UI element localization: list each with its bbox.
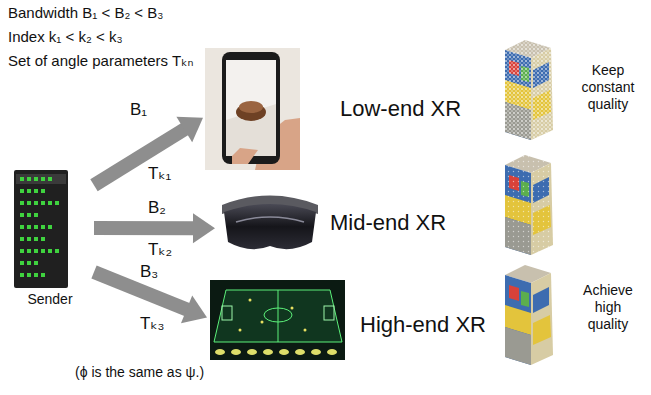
block-arrow — [94, 117, 203, 186]
arrow-head — [193, 213, 215, 243]
point-cloud-high — [505, 265, 553, 365]
block-arrow — [94, 213, 215, 243]
hololens-photo — [222, 196, 318, 250]
device-node: Mid-end XR — [215, 186, 483, 260]
quality-note: Achieve high quality — [576, 282, 640, 332]
arrow-shaft — [94, 129, 185, 185]
point-cloud-mid — [505, 155, 553, 255]
legend-note: Bandwidth B₁ < B₂ < B₃ — [8, 4, 163, 22]
bandwidth-label: B₃ — [140, 262, 158, 282]
device-node: High-end XR — [207, 278, 507, 364]
angle-label: Tₖ₂ — [148, 240, 172, 260]
arrow-shaft — [94, 221, 194, 235]
arrow-head — [181, 295, 207, 323]
node-label: Mid-end XR — [330, 210, 446, 235]
phone-photo — [205, 48, 300, 170]
node-label: Sender — [6, 291, 94, 307]
legend-note: Index k₁ < k₂ < k₃ — [8, 28, 123, 46]
bandwidth-label: B₁ — [130, 100, 147, 120]
stadium-hologram — [210, 280, 345, 360]
footnote: (ϕ is the same as ψ.) — [75, 364, 204, 381]
node-label: Low-end XR — [340, 96, 461, 121]
legend-note: Set of angle parameters Tₖₙ — [8, 52, 194, 70]
angle-label: Tₖ₁ — [148, 164, 171, 184]
arrow-head — [176, 117, 203, 143]
point-cloud-low — [505, 40, 553, 140]
node-label: High-end XR — [360, 312, 486, 337]
quality-note: Keep constant quality — [576, 62, 640, 112]
sender-node: Sender — [6, 165, 94, 310]
server-icon — [14, 170, 68, 288]
angle-label: Tₖ₃ — [140, 314, 165, 334]
bandwidth-label: B₂ — [148, 198, 166, 218]
device-node: Low-end XR — [203, 46, 493, 172]
